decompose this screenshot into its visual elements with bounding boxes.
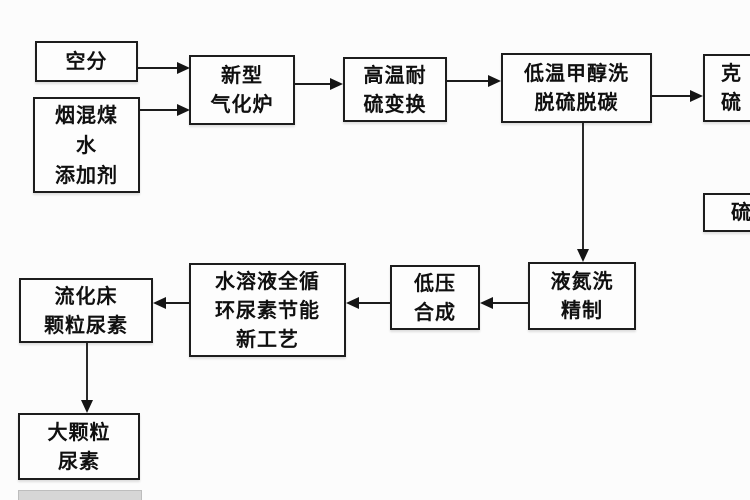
arrow-line [140,109,178,111]
node-label: 气化炉 [210,92,274,116]
node-label: 烟混煤 [55,103,118,127]
node-claus-clipped: 克 硫 [703,54,750,122]
arrow-line [86,343,88,401]
node-label: 低压 [414,270,456,295]
arrowhead-left-icon [480,297,493,309]
arrowhead-right-icon [177,104,190,116]
node-label: 添加剂 [55,163,118,187]
arrow-line [582,123,584,250]
arrowhead-right-icon [488,75,501,87]
node-label: 精制 [561,298,603,322]
node-label: 合成 [414,299,456,324]
node-air-separation: 空分 [35,41,138,82]
arrowhead-down-icon [577,249,589,262]
node-sulfur-shift: 高温耐 硫变换 [343,57,447,122]
node-large-granule-urea: 大颗粒 尿素 [18,413,140,480]
node-clipped-bottom [18,490,142,500]
node-label: 流化床 [54,283,118,308]
arrowhead-left-icon [153,297,166,309]
node-label: 硫 [731,200,750,224]
arrowhead-left-icon [346,297,359,309]
node-label: 脱硫脱碳 [534,90,619,114]
node-label: 硫变换 [363,91,427,116]
node-label: 大颗粒 [47,419,111,444]
node-label: 硫 [721,90,742,114]
node-label: 水 [76,133,97,157]
node-label: 尿素 [58,448,100,473]
node-coal-water-additive: 烟混煤 水 添加剂 [33,97,140,193]
node-label: 空分 [65,49,108,73]
node-label: 液氮洗 [550,269,614,293]
node-label: 高温耐 [363,62,427,87]
node-low-pressure-synthesis: 低压 合成 [390,265,480,330]
arrowhead-right-icon [330,78,343,90]
arrow-line [138,67,178,69]
node-sulfur-clipped: 硫 [703,193,750,232]
node-fluidized-bed-urea: 流化床 颗粒尿素 [19,278,153,343]
arrowhead-down-icon [81,400,93,413]
arrow-line [652,95,691,97]
node-label: 环尿素节能 [215,297,320,322]
node-label: 颗粒尿素 [44,312,128,337]
node-label: 新工艺 [236,326,299,351]
node-label: 低温甲醇洗 [524,61,629,85]
node-new-gasifier: 新型 气化炉 [189,55,295,125]
arrow-line [358,302,390,304]
arrow-line [447,80,489,82]
arrow-line [492,302,528,304]
arrowhead-right-icon [690,90,703,102]
node-label: 克 [721,61,742,85]
arrow-line [295,83,331,85]
node-label: 新型 [221,63,263,87]
node-rectisol-wash: 低温甲醇洗 脱硫脱碳 [501,53,652,123]
arrow-line [165,302,189,304]
arrowhead-right-icon [177,62,190,74]
node-label: 水溶液全循 [215,268,320,293]
node-nitrogen-wash: 液氮洗 精制 [528,262,636,330]
node-urea-full-recycle: 水溶液全循 环尿素节能 新工艺 [189,263,346,357]
